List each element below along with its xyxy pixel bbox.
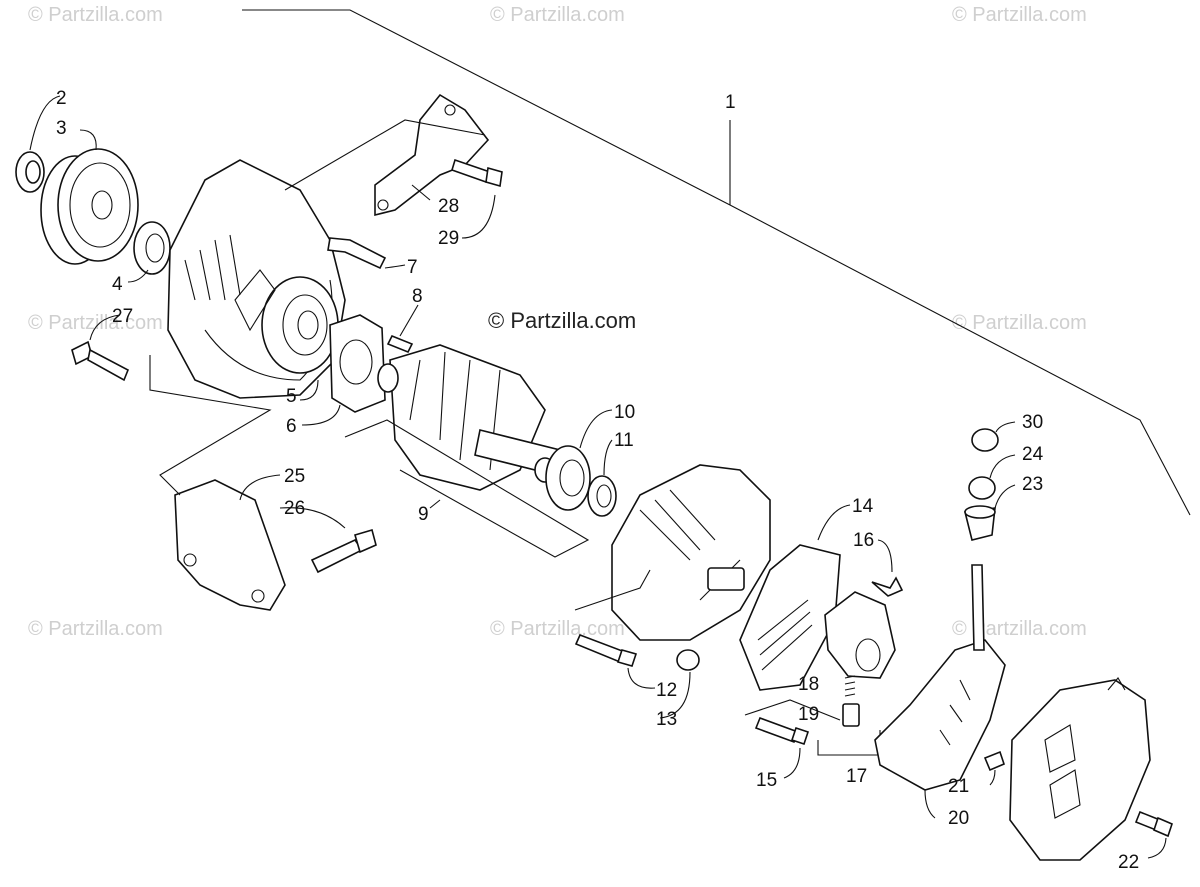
callout-30: 30 <box>1022 412 1043 433</box>
part-12-bolt <box>574 633 656 689</box>
part-17-brush-holder <box>817 591 896 756</box>
callout-27: 27 <box>112 306 133 327</box>
part-29-bolt <box>284 119 503 239</box>
part-18-brush-spring <box>844 675 856 697</box>
rear-cover <box>1009 677 1151 861</box>
callout-23: 23 <box>1022 474 1043 495</box>
part-13-nut <box>659 649 700 719</box>
callout-4: 4 <box>112 274 123 295</box>
callout-25: 25 <box>284 466 305 487</box>
rear-end-housing <box>574 464 771 641</box>
part-28-upper-bracket <box>374 93 490 217</box>
callout-16: 16 <box>853 530 874 551</box>
part-3-pulley <box>40 129 139 265</box>
assembly-bracket-line <box>242 9 1191 516</box>
center-watermark: © Partzilla.com <box>488 308 637 333</box>
callout-3: 3 <box>56 118 67 139</box>
part-20-rectifier <box>874 639 1006 819</box>
callout-20: 20 <box>948 808 969 829</box>
callout-2: 2 <box>56 88 67 109</box>
part-10-bearing <box>545 409 613 511</box>
watermark: © Partzilla.com <box>28 618 163 640</box>
part-8-screw <box>386 304 419 354</box>
part-6-retainer-plate <box>299 314 386 426</box>
callout-22: 22 <box>1118 852 1139 873</box>
part-9-rotor <box>344 344 590 558</box>
watermark: © Partzilla.com <box>952 4 1087 26</box>
callout-18: 18 <box>798 674 819 695</box>
callout-12: 12 <box>656 680 677 701</box>
callout-26: 26 <box>284 498 305 519</box>
part-16-screw <box>871 539 904 597</box>
part-26-bolt <box>279 507 377 574</box>
callout-17: 17 <box>846 766 867 787</box>
part-30-nut <box>971 421 1016 452</box>
callout-19: 19 <box>798 704 819 725</box>
callout-15: 15 <box>756 770 777 791</box>
part-4-spacer <box>127 221 171 283</box>
callout-7: 7 <box>407 257 418 278</box>
callout-24: 24 <box>1022 444 1044 465</box>
part-25-mounting-bracket <box>149 355 286 611</box>
watermark: © Partzilla.com <box>28 312 163 334</box>
part-21-screw <box>983 750 1005 786</box>
part-23-insulator <box>964 484 1016 541</box>
callout-11: 11 <box>614 430 634 451</box>
callout-14: 14 <box>852 496 874 517</box>
part-7-stud-bolt <box>327 237 406 270</box>
part-24-nut <box>968 454 1016 500</box>
part-11-seal-ring <box>587 439 617 517</box>
callout-10: 10 <box>614 402 635 423</box>
part-27-bolt <box>71 314 130 382</box>
callout-5: 5 <box>286 386 297 407</box>
callout-21: 21 <box>948 776 969 797</box>
part-2-nut <box>15 95 61 193</box>
watermark: © Partzilla.com <box>952 618 1087 640</box>
watermark: © Partzilla.com <box>490 4 625 26</box>
callout-6: 6 <box>286 416 297 437</box>
watermark: © Partzilla.com <box>28 4 163 26</box>
callout-29: 29 <box>438 228 459 249</box>
watermark: © Partzilla.com <box>952 312 1087 334</box>
part-15-screw <box>744 699 841 779</box>
callout-8: 8 <box>412 286 423 307</box>
callout-9: 9 <box>418 504 429 525</box>
callout-28: 28 <box>438 196 459 217</box>
callout-13: 13 <box>656 709 677 730</box>
watermark: © Partzilla.com <box>490 618 625 640</box>
part-22-bolt <box>1134 810 1173 859</box>
terminal-stud <box>971 564 985 651</box>
part-14-regulator <box>739 504 851 691</box>
callout-1: 1 <box>725 92 736 113</box>
drive-end-housing <box>167 159 346 399</box>
part-19-brush <box>842 703 860 727</box>
